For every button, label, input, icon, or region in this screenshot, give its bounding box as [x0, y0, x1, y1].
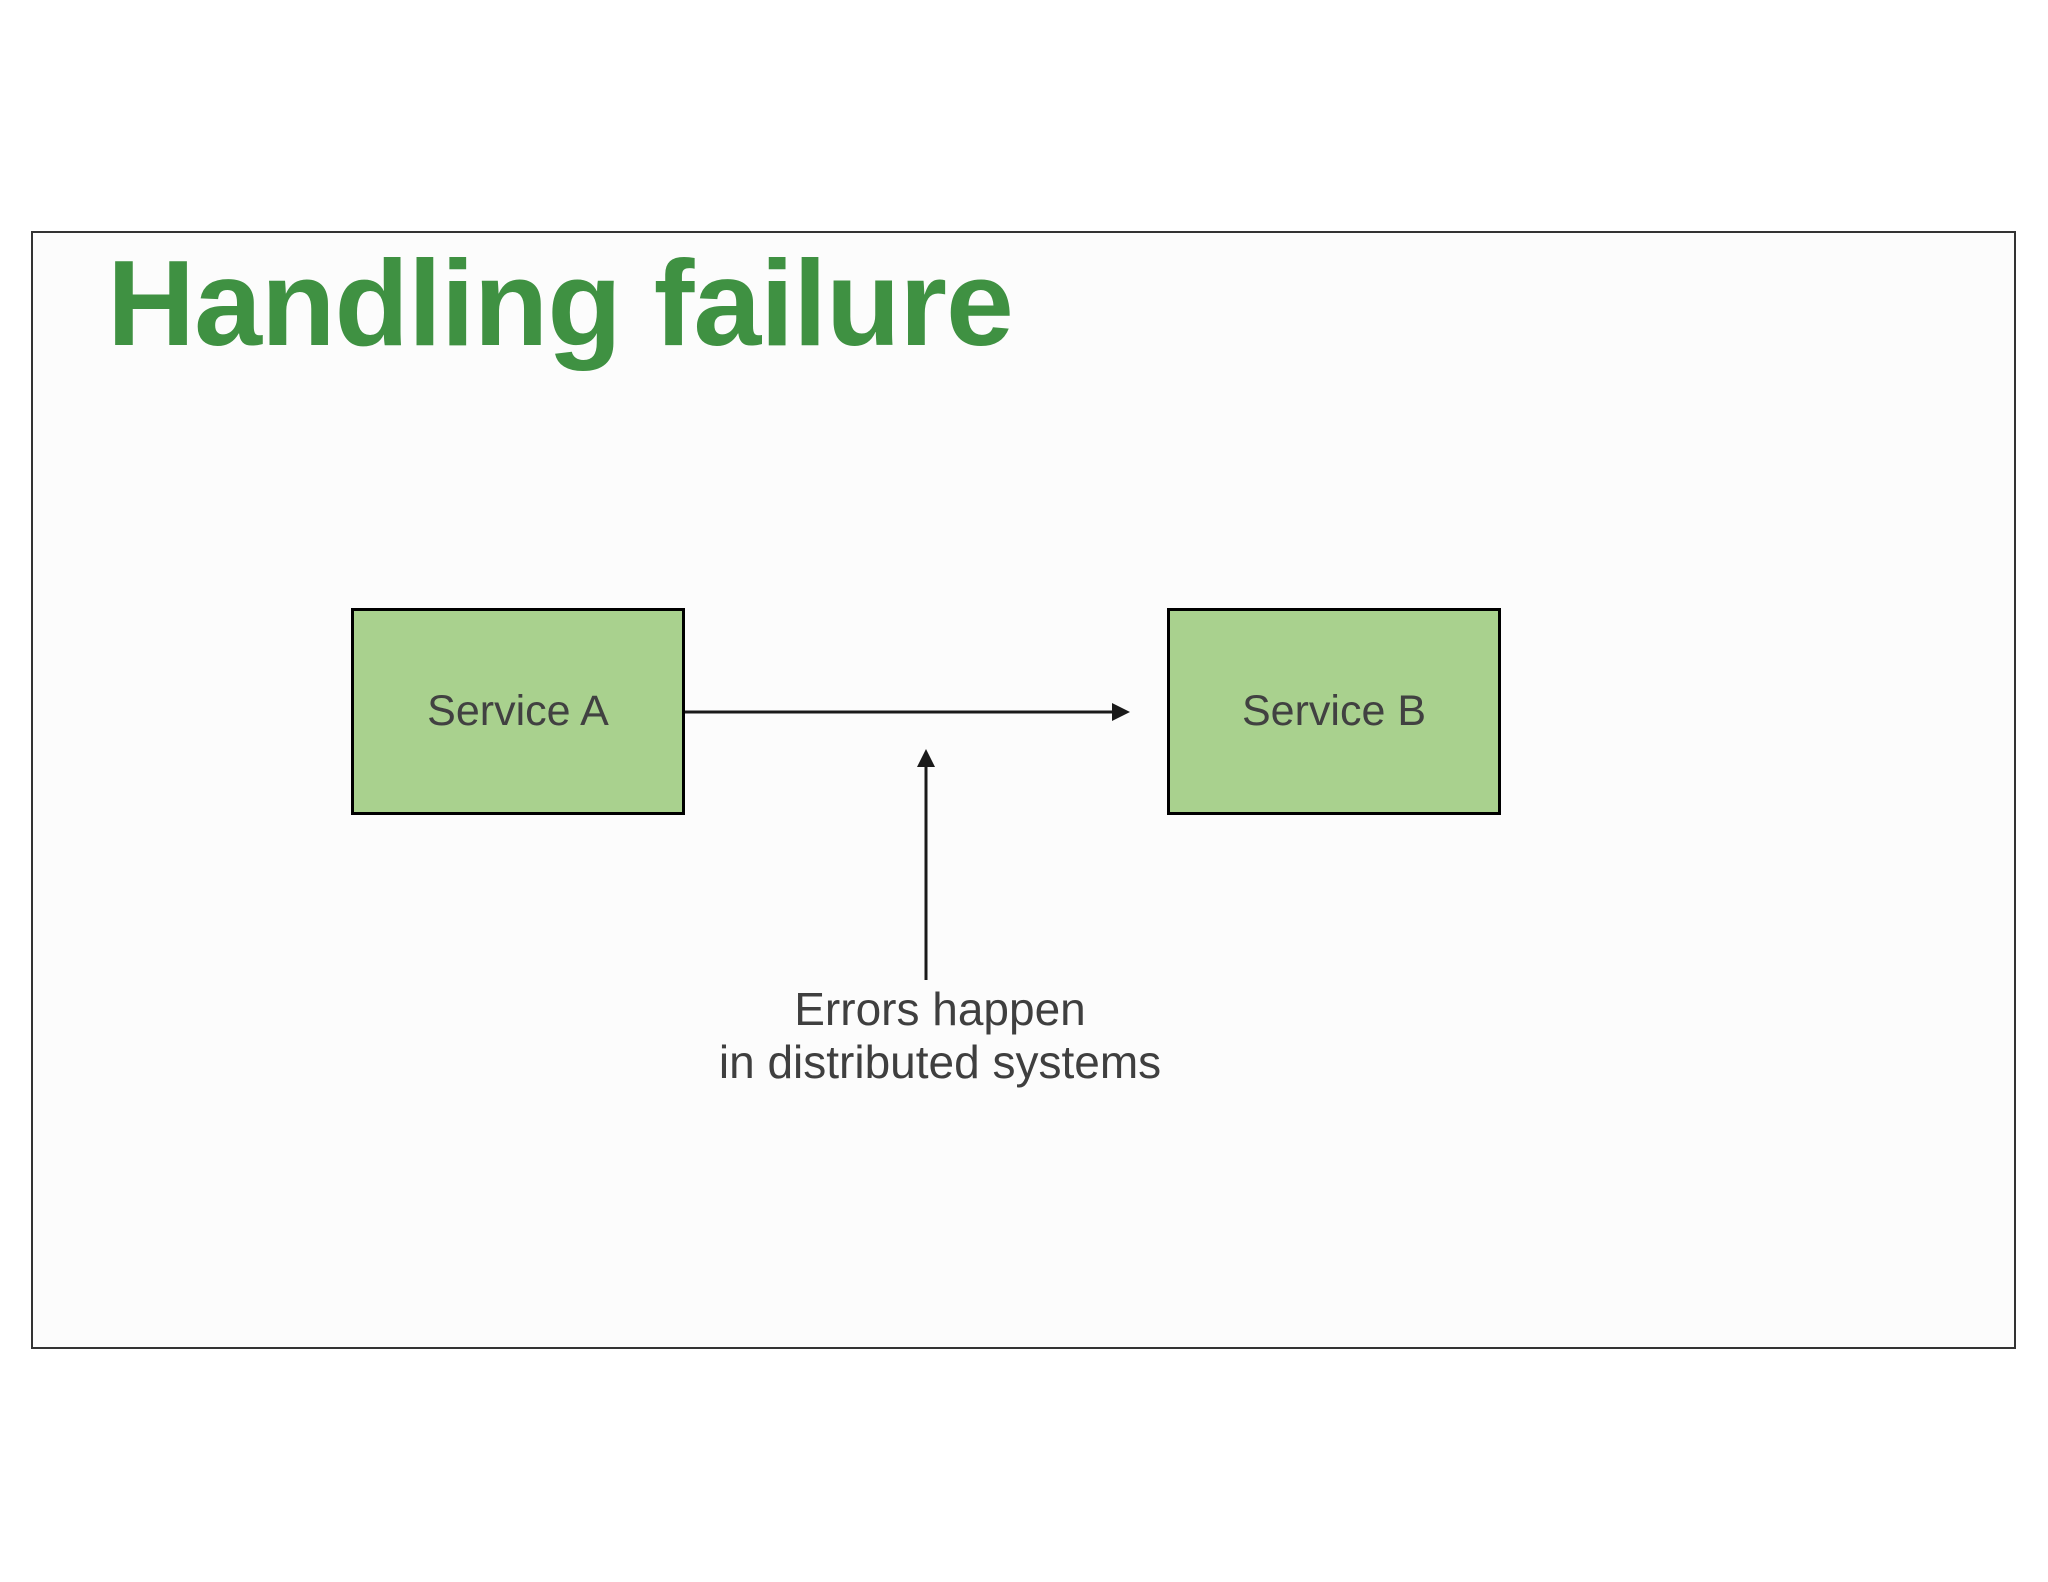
diagram-caption: Errors happen in distributed systems — [640, 983, 1240, 1089]
error-pointer-arrow — [917, 749, 935, 980]
caption-line-2: in distributed systems — [718, 1036, 1162, 1088]
service-b-box: Service B — [1167, 608, 1501, 815]
flow-arrow-a-to-b — [685, 703, 1130, 721]
page-title: Handling failure — [107, 235, 1014, 371]
service-b-label: Service B — [1241, 687, 1426, 735]
diagram-arrows — [685, 703, 1130, 980]
service-a-box: Service A — [351, 608, 685, 815]
service-a-label: Service A — [427, 687, 609, 735]
slide: Handling failure Service A Service B Err… — [31, 231, 2016, 1349]
caption-line-1: Errors happen — [794, 983, 1086, 1035]
